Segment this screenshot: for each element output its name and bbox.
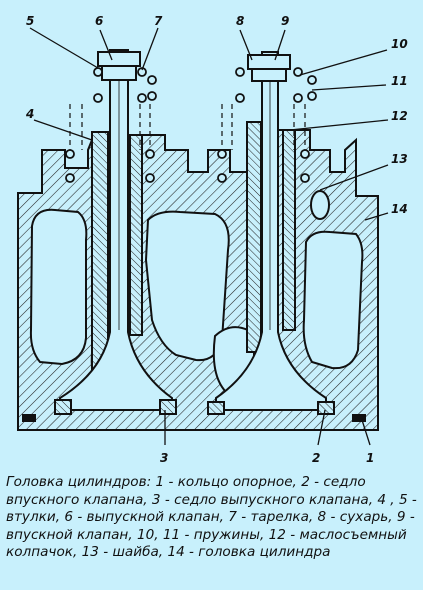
callout-3: 3 [160, 451, 168, 465]
callout-10: 10 [391, 37, 408, 51]
callout-6: 6 [95, 14, 103, 28]
washer [310, 190, 330, 220]
leader-lines [29, 27, 389, 446]
callout-11: 11 [391, 74, 408, 88]
callout-9: 9 [281, 14, 289, 28]
callout-13: 13 [391, 152, 408, 166]
callout-8: 8 [236, 14, 244, 28]
callout-1: 1 [366, 451, 374, 465]
valve-guide-right [246, 121, 296, 353]
valve-guide-left [91, 131, 143, 373]
cylinder-head-diagram: 5 6 7 8 9 10 11 12 13 14 4 3 2 1 [17, 14, 408, 465]
spring-outlines [69, 104, 306, 150]
figure-caption: Головка цилиндров: 1 - кольцо опорное, 2… [6, 474, 417, 561]
callout-labels: 5 6 7 8 9 10 11 12 13 14 4 3 2 1 [25, 14, 408, 465]
callout-4: 4 [25, 107, 34, 121]
callout-12: 12 [391, 109, 408, 123]
valve-springs [65, 67, 317, 183]
callout-7: 7 [154, 14, 163, 28]
support-rings [22, 414, 366, 422]
callout-14: 14 [391, 202, 408, 216]
callout-2: 2 [312, 451, 320, 465]
callout-5: 5 [26, 14, 34, 28]
valve-seats [54, 399, 335, 415]
